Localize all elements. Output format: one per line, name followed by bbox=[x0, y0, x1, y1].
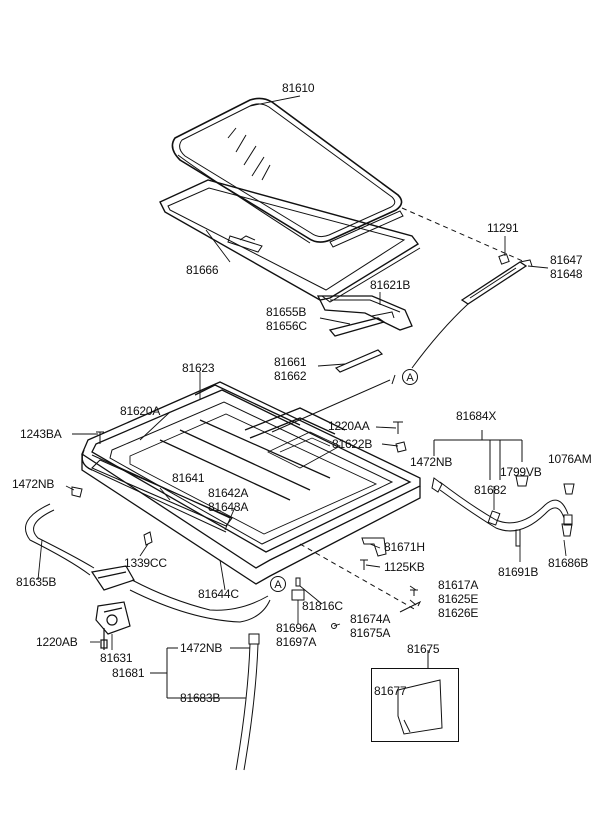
nut-1339cc bbox=[143, 531, 153, 546]
label-81643a: 81643A bbox=[208, 500, 249, 514]
label-81631: 81631 bbox=[100, 651, 133, 665]
group-bracket-81681 bbox=[150, 647, 178, 699]
label-81642a: 81642A bbox=[208, 486, 249, 500]
clip-81816c bbox=[295, 577, 301, 587]
label-11291: 11291 bbox=[487, 221, 519, 235]
label-1220aa: 1220AA bbox=[328, 419, 370, 433]
label-81816c: 81816C bbox=[302, 599, 343, 613]
clip-81622b bbox=[395, 441, 407, 453]
part-box-81675 bbox=[371, 668, 459, 742]
label-81675a: 81675A bbox=[350, 626, 391, 640]
label-1339cc: 1339CC bbox=[124, 556, 167, 570]
bracket-81671h bbox=[361, 537, 387, 557]
label-81626e: 81626E bbox=[438, 606, 479, 620]
sunshade-frame bbox=[159, 179, 421, 303]
label-1076am: 1076AM bbox=[548, 452, 592, 466]
leader-dashed-rail bbox=[401, 207, 526, 263]
label-1243ba: 1243BA bbox=[20, 427, 62, 441]
label-81635b: 81635B bbox=[16, 575, 57, 589]
drive-cable bbox=[25, 503, 271, 623]
label-81677: 81677 bbox=[374, 684, 407, 698]
label-81662: 81662 bbox=[274, 369, 307, 383]
side-rail-part bbox=[460, 253, 533, 305]
label-81671h: 81671H bbox=[384, 540, 425, 554]
sunroof-glass-panel bbox=[171, 97, 404, 248]
sunroof-main-frame bbox=[81, 381, 421, 585]
label-81681: 81681 bbox=[112, 666, 145, 680]
seal-pad-81677 bbox=[397, 679, 443, 735]
connector-81691b bbox=[515, 529, 521, 547]
label-81647: 81647 bbox=[550, 253, 583, 267]
label-81661: 81661 bbox=[274, 355, 307, 369]
label-81675: 81675 bbox=[407, 642, 440, 656]
label-81622b: 81622B bbox=[332, 437, 373, 451]
label-81621b: 81621B bbox=[370, 278, 411, 292]
screw-1220aa bbox=[393, 421, 403, 434]
label-81641: 81641 bbox=[172, 471, 205, 485]
clip-81674a bbox=[331, 623, 337, 629]
grommet-1799vb bbox=[515, 475, 529, 487]
clip-1076am bbox=[563, 483, 575, 495]
label-81648: 81648 bbox=[550, 267, 583, 281]
label-81625e: 81625E bbox=[438, 592, 479, 606]
label-81666: 81666 bbox=[186, 263, 219, 277]
label-1799vb: 1799VB bbox=[500, 465, 542, 479]
label-81682: 81682 bbox=[474, 483, 507, 497]
label-1220ab: 1220AB bbox=[36, 635, 78, 649]
screw-81617a bbox=[410, 589, 418, 596]
label-81697a: 81697A bbox=[276, 635, 317, 649]
front-drain-tube bbox=[87, 454, 231, 533]
switch-81696a bbox=[291, 589, 305, 601]
leader-lines bbox=[37, 95, 567, 699]
label-81674a: 81674A bbox=[350, 612, 391, 626]
label-81684x: 81684X bbox=[456, 409, 497, 423]
bolt-1125kb bbox=[360, 559, 368, 570]
label-81617a: 81617A bbox=[438, 578, 479, 592]
hose-clip-left bbox=[71, 486, 83, 498]
label-1472nb-right: 1472NB bbox=[410, 455, 453, 469]
label-81656c: 81656C bbox=[266, 319, 307, 333]
label-1472nb-bottom: 1472NB bbox=[180, 641, 223, 655]
label-81655b: 81655B bbox=[266, 305, 307, 319]
leader-dashed-rear bbox=[299, 543, 417, 611]
front-deflector bbox=[316, 295, 413, 331]
label-81623: 81623 bbox=[182, 361, 215, 375]
label-1472nb-left: 1472NB bbox=[12, 477, 55, 491]
sunroof-motor bbox=[90, 565, 135, 650]
label-81620a: 81620A bbox=[120, 404, 161, 418]
link-bracket bbox=[328, 311, 395, 337]
rear-bracket bbox=[399, 600, 422, 613]
callout-a-frame: A bbox=[270, 576, 286, 592]
label-81691b: 81691B bbox=[498, 565, 539, 579]
label-81644c: 81644C bbox=[198, 587, 239, 601]
rear-drain-hose-81683b bbox=[235, 633, 260, 771]
leader-to-callout bbox=[411, 303, 469, 369]
label-81686b: 81686B bbox=[548, 556, 589, 570]
bolt-1243ba bbox=[96, 431, 104, 444]
cap-81686b bbox=[561, 523, 573, 537]
label-81696a: 81696A bbox=[276, 621, 317, 635]
label-1125kb: 1125KB bbox=[384, 560, 425, 574]
cable-guide bbox=[271, 349, 396, 433]
label-81610: 81610 bbox=[282, 81, 315, 95]
label-81683b: 81683B bbox=[180, 691, 221, 705]
callout-a-rail: A bbox=[402, 369, 418, 385]
group-bracket-81684x bbox=[433, 430, 523, 480]
